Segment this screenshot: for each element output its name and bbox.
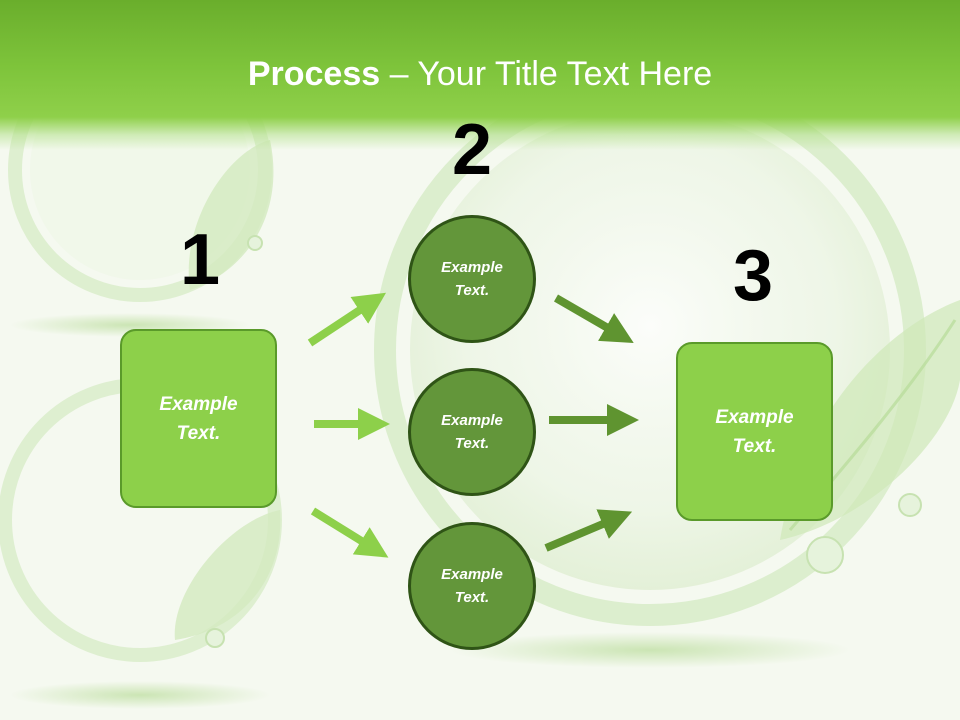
step-number-1: 1 [179,220,221,300]
ground-shadow [450,632,850,668]
middle-node-1: Example Text. [408,215,536,343]
step-number-2: 2 [451,110,493,190]
middle-node-2: Example Text. [408,368,536,496]
title-bar: Process – Your Title Text Here [0,0,960,150]
title-rest: – Your Title Text Here [380,55,713,93]
title-bold: Process [247,55,381,93]
arrow-1-to-top [307,292,387,347]
step-3-box: Example Text. [676,342,833,521]
step-1-label: Example Text. [159,393,238,444]
step-number-3: 3 [732,236,774,316]
middle-node-3-label: Example Text. [441,566,503,606]
middle-node-3: Example Text. [408,522,536,650]
step-3-label: Example Text. [715,406,794,457]
ground-shadow [10,681,270,709]
step-1-box: Example Text. [120,329,277,508]
middle-node-1-label: Example Text. [441,259,503,299]
droplet [898,493,922,517]
leaf-bottom-left [174,510,281,640]
arrow-top-to-3 [553,294,634,344]
droplet [247,235,263,251]
arrow-1-to-bottom [310,507,389,558]
middle-node-2-label: Example Text. [441,412,503,452]
slide-title: Process – Your Title Text Here [0,52,960,96]
arrow-bottom-to-3 [544,509,633,552]
droplet [205,628,225,648]
droplet [806,536,844,574]
leaf-top-left [188,140,274,290]
